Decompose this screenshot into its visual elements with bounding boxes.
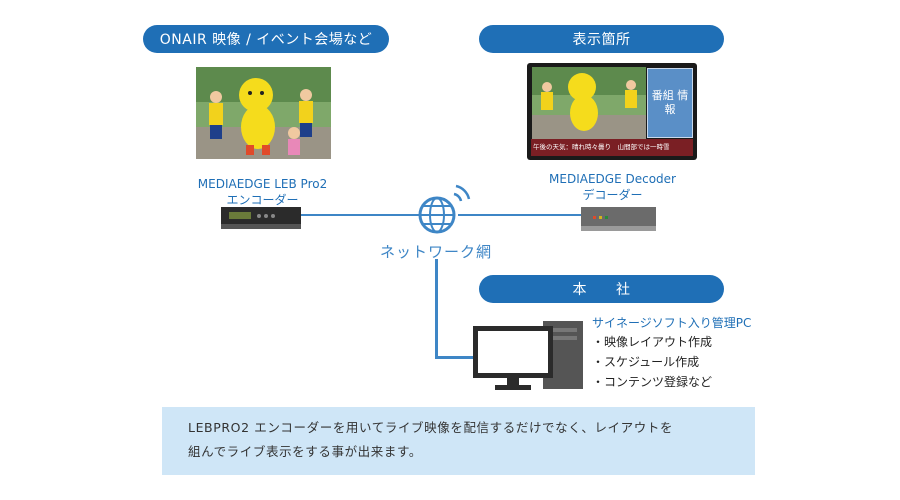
- ticker-text: 午後の天気：晴れ時々曇り 山間部では一時雪: [533, 143, 670, 151]
- info-side-panel: 番組 情報: [647, 68, 693, 138]
- encoder-type: エンコーダー: [226, 193, 299, 207]
- list-item: ・コンテンツ登録など: [592, 375, 713, 389]
- description-note: LEBPRO2 エンコーダーを用いてライブ映像を配信するだけでなく、レイアウトを…: [162, 407, 755, 475]
- pc-vertical-line: [435, 259, 438, 358]
- decoder-network-line: [458, 214, 581, 216]
- encoder-label: MEDIAEDGE LEB Pro2 エンコーダー: [170, 176, 355, 208]
- decoder-model: MEDIAEDGE Decoder: [549, 172, 676, 186]
- pc-title: サイネージソフト入り管理PC: [592, 316, 752, 330]
- encoder-device: [221, 207, 301, 229]
- encoder-network-line: [301, 214, 421, 216]
- decoder-label: MEDIAEDGE Decoder デコーダー: [540, 171, 685, 203]
- decoder-type: デコーダー: [582, 188, 643, 202]
- list-item: ・スケジュール作成: [592, 355, 700, 369]
- encoder-model: MEDIAEDGE LEB Pro2: [197, 177, 328, 191]
- signage-screen: 番組 情報 午後の天気：晴れ時々曇り 山間部では一時雪: [527, 63, 697, 160]
- pc-feature-list: ・映像レイアウト作成 ・スケジュール作成 ・コンテンツ登録など: [592, 332, 712, 392]
- network-globe-icon: [417, 180, 472, 235]
- note-line-2: 組んでライブ表示をする事が出来ます。: [188, 444, 422, 459]
- decoder-device: [581, 207, 656, 231]
- network-label: ネットワーク網: [380, 243, 493, 261]
- note-line-1: LEBPRO2 エンコーダーを用いてライブ映像を配信するだけでなく、レイアウトを: [188, 420, 674, 435]
- live-event-photo: [196, 67, 331, 159]
- pc-horizontal-line: [435, 356, 475, 359]
- info-panel-text: 番組 情報: [651, 89, 689, 116]
- display-header: 表示箇所: [479, 25, 724, 53]
- list-item: ・映像レイアウト作成: [592, 335, 713, 349]
- hq-header: 本 社: [479, 275, 724, 303]
- management-pc-icon: [473, 318, 585, 392]
- source-header: ONAIR 映像 / イベント会場など: [143, 25, 389, 53]
